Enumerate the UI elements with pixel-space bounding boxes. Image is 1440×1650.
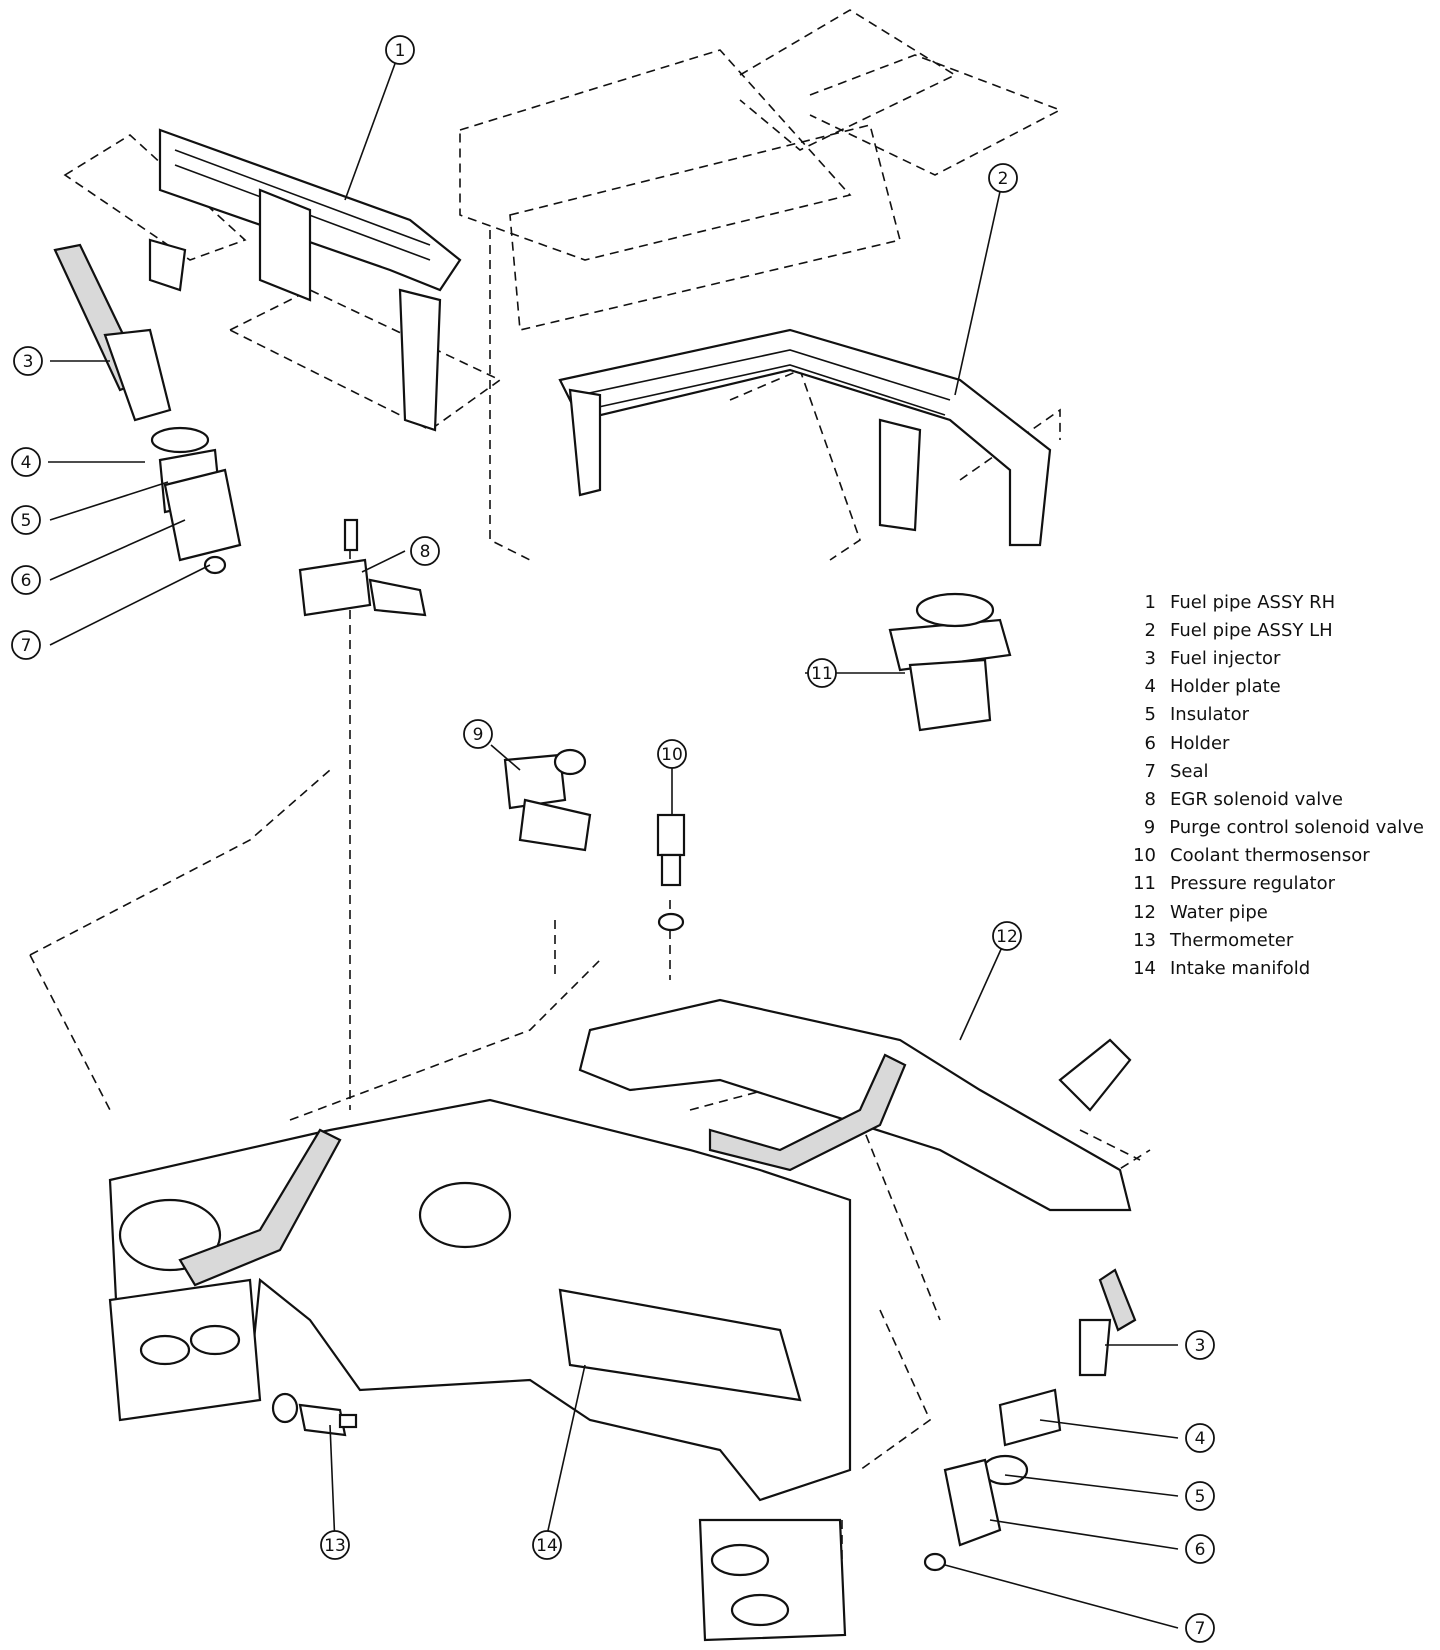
callout-circle xyxy=(657,739,687,769)
callout-number: 7 xyxy=(1195,1619,1206,1639)
fuel-injector-left xyxy=(53,243,242,575)
callout-number: 11 xyxy=(811,664,833,684)
callout-5: 5 xyxy=(11,505,41,535)
callout-circle xyxy=(1185,1481,1215,1511)
callout-circle xyxy=(11,630,41,660)
callout-14: 14 xyxy=(532,1530,562,1560)
callout-number: 6 xyxy=(21,571,32,591)
callout-number: 8 xyxy=(420,542,431,562)
callout-6: 6 xyxy=(1185,1534,1215,1564)
callout-circle xyxy=(385,35,415,65)
callout-number: 4 xyxy=(1195,1429,1206,1449)
callout-8: 8 xyxy=(410,536,440,566)
pressure-regulator xyxy=(888,592,1012,732)
callout-5: 5 xyxy=(1185,1481,1215,1511)
callout-13: 13 xyxy=(320,1530,350,1560)
callout-number: 12 xyxy=(996,927,1018,947)
callout-number: 10 xyxy=(661,745,683,765)
callout-circle xyxy=(410,536,440,566)
callout-9: 9 xyxy=(463,719,493,749)
callout-7: 7 xyxy=(1185,1613,1215,1643)
callout-number: 13 xyxy=(324,1536,346,1556)
callout-1: 1 xyxy=(385,35,415,65)
callout-10: 10 xyxy=(657,739,687,769)
fuel-injector-right xyxy=(923,1268,1137,1572)
water-pipe xyxy=(578,998,1132,1212)
callout-4: 4 xyxy=(1185,1423,1215,1453)
callout-circle xyxy=(1185,1613,1215,1643)
callout-number: 1 xyxy=(395,41,406,61)
callout-number: 9 xyxy=(473,725,484,745)
callout-circle xyxy=(1185,1534,1215,1564)
callout-number: 14 xyxy=(536,1536,558,1556)
callout-3: 3 xyxy=(1185,1330,1215,1360)
callout-circle xyxy=(532,1530,562,1560)
callout-circle xyxy=(1185,1330,1215,1360)
callout-circle xyxy=(992,921,1022,951)
callout-number: 3 xyxy=(23,352,34,372)
callout-number: 4 xyxy=(21,453,32,473)
callout-7: 7 xyxy=(11,630,41,660)
callout-number: 5 xyxy=(21,511,32,531)
callout-circle xyxy=(320,1530,350,1560)
callout-circle xyxy=(11,447,41,477)
callout-3: 3 xyxy=(13,346,43,376)
callout-circle xyxy=(988,163,1018,193)
callout-circle xyxy=(11,505,41,535)
callout-4: 4 xyxy=(11,447,41,477)
callout-6: 6 xyxy=(11,565,41,595)
thermometer xyxy=(271,1392,358,1437)
callout-circle xyxy=(463,719,493,749)
callout-number: 6 xyxy=(1195,1540,1206,1560)
callout-12: 12 xyxy=(992,921,1022,951)
purge-control-solenoid-valve xyxy=(503,748,592,852)
callout-number: 5 xyxy=(1195,1487,1206,1507)
callout-circle xyxy=(1185,1423,1215,1453)
callout-number: 2 xyxy=(998,169,1009,189)
egr-solenoid-valve xyxy=(298,518,427,617)
fuel-pipe-lh xyxy=(558,328,1052,547)
callout-11: 11 xyxy=(807,658,837,688)
intake-manifold xyxy=(108,1098,852,1502)
fuel-pipe-rh xyxy=(148,128,462,432)
callout-2: 2 xyxy=(988,163,1018,193)
callout-circle xyxy=(13,346,43,376)
coolant-thermosensor xyxy=(656,813,686,932)
callout-number: 7 xyxy=(21,636,32,656)
callout-circle xyxy=(807,658,837,688)
callout-number: 3 xyxy=(1195,1336,1206,1356)
leader-lines xyxy=(48,49,1179,1629)
gaskets xyxy=(108,1278,847,1642)
callout-circle xyxy=(11,565,41,595)
